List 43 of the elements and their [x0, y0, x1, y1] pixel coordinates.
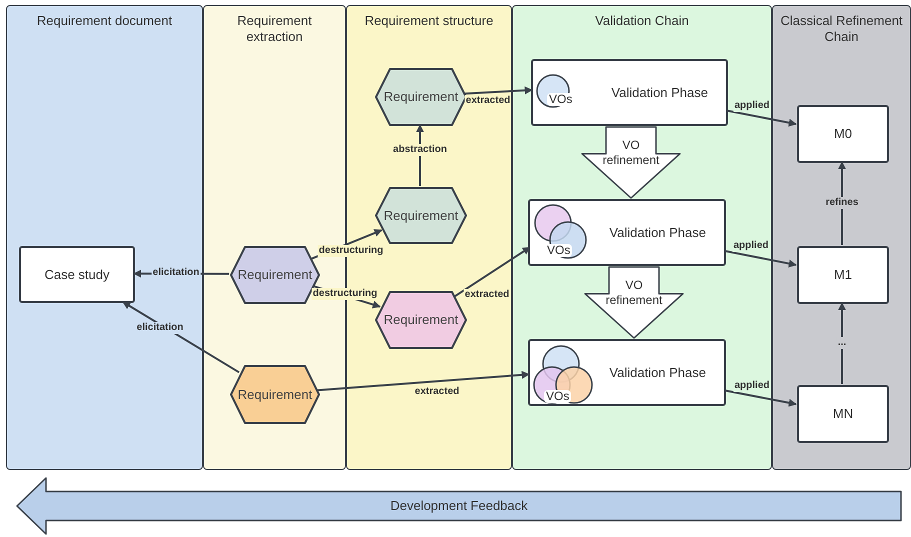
process-box: Case study: [19, 246, 135, 303]
requirement-hexagon: Requirement: [230, 365, 320, 424]
lane-heading: Requirement extraction: [236, 13, 313, 45]
edge-label: destructuring: [312, 288, 378, 300]
phase-box: [531, 59, 728, 126]
lane-heading: Validation Chain: [594, 13, 690, 29]
phase-title: Validation Phase: [609, 224, 706, 242]
venn-drawing: VOs: [535, 74, 573, 110]
phase-box: [528, 199, 726, 266]
edge-label: ...: [836, 337, 848, 349]
edge-label: applied: [732, 240, 770, 252]
phase-title: Validation Phase: [611, 84, 708, 102]
requirement-hexagon: Requirement: [375, 68, 467, 126]
process-box: M1: [797, 246, 889, 304]
arrow: [838, 302, 846, 384]
edge-label: destructuring: [318, 245, 384, 257]
arrow: [454, 246, 531, 298]
lane-heading: Requirement document: [36, 13, 174, 29]
arrow: [724, 390, 797, 407]
edge-label: refines: [824, 197, 860, 209]
process-box: MN: [797, 385, 889, 443]
venn-drawing: VOs: [533, 203, 589, 261]
arrow: [464, 86, 533, 95]
lane-heading: Classical Refinement Chain: [779, 13, 904, 45]
process-box: M0: [797, 105, 889, 163]
phase-box: [528, 339, 726, 406]
edge-label: applied: [734, 380, 770, 392]
lane-heading: Requirement structure: [364, 13, 494, 29]
requirement-hexagon: Requirement: [375, 187, 467, 244]
swimlane: [6, 5, 203, 470]
swimlane: [772, 5, 911, 470]
venn-drawing: VOs: [532, 343, 594, 407]
phase-title: Validation Phase: [609, 364, 706, 382]
edge-label: elicitation: [136, 322, 184, 334]
edge-label: abstraction: [392, 144, 448, 156]
arrow: [726, 110, 797, 127]
block-arrow: VO refinement: [584, 266, 684, 339]
edge-label: applied: [734, 100, 770, 112]
swimlane: [512, 5, 772, 470]
arrow: [317, 370, 530, 392]
arrow: [724, 250, 797, 268]
block-arrow: VO refinement: [581, 126, 681, 199]
feedback-arrow: Development Feedback: [16, 477, 902, 535]
